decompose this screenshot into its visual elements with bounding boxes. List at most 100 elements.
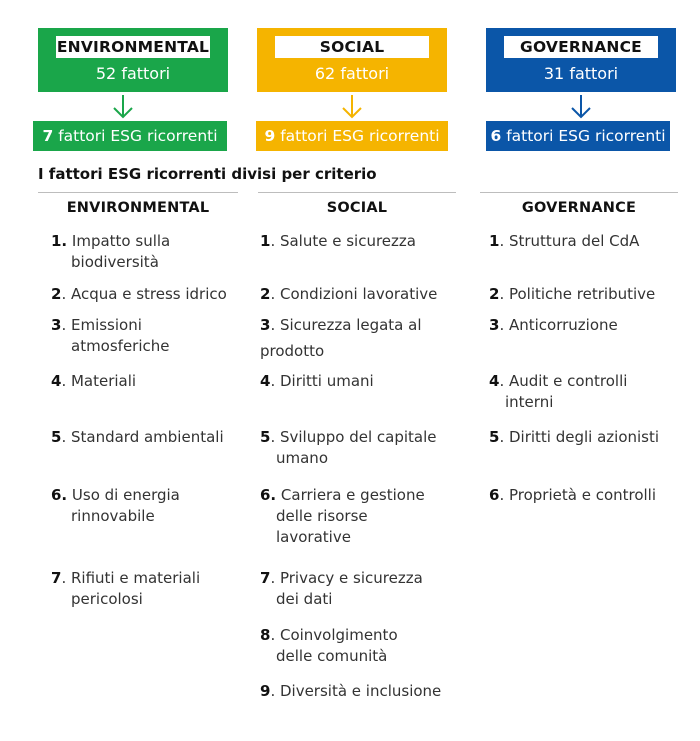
column-divider [480,192,678,193]
list-item: 6. Proprietà e controlli [489,485,674,506]
arrow-down-icon [112,94,134,120]
item-text: . Proprietà e controlli [499,486,657,504]
item-number: 6. [260,486,277,504]
list-item: 6. Carriera e gestione delle risorse lavor… [260,485,445,548]
item-number: 7 [51,569,62,587]
item-number: 1. [51,232,68,250]
environmental-box-title: ENVIRONMENTAL [56,36,210,58]
social-box: SOCIAL 62 fattori [257,28,447,92]
item-text: atmosferiche [71,337,170,355]
list-item: 5. Diritti degli azionisti [489,427,674,448]
item-number: 4 [260,372,271,390]
item-text: Uso di energia [71,486,180,504]
item-number: 9 [260,682,271,700]
list-item: 3. Emissioni atmosferiche [51,315,236,357]
list-item: 7. Privacy e sicurezza dei dati [260,568,445,610]
item-number: 3 [260,316,271,334]
item-text: . Standard ambientali [61,428,224,446]
item-number: 6. [51,486,68,504]
item-text: delle risorse [276,507,368,525]
governance-column-header: GOVERNANCE [521,200,637,216]
list-item: 1. Impatto sulla biodiversità [51,231,236,273]
item-text: dei dati [276,590,333,608]
item-text: lavorative [276,528,351,546]
item-text: interni [505,393,554,411]
recurring-label: fattori ESG ricorrenti [501,127,666,145]
environmental-factor-count: 52 fattori [95,64,171,83]
item-text: . Anticorruzione [499,316,618,334]
list-item: 7. Rifiuti e materiali pericolosi [51,568,236,610]
column-divider [258,192,456,193]
list-item: 6. Uso di energia rinnovabile [51,485,236,527]
social-box-title: SOCIAL [275,36,429,58]
item-text: . Privacy e sicurezza [270,569,423,587]
governance-factor-count: 31 fattori [543,64,619,83]
item-text: . Acqua e stress idrico [61,285,227,303]
item-number: 8 [260,626,271,644]
item-number: 7 [260,569,271,587]
item-text: Carriera e gestione [280,486,425,504]
item-number: 1 [489,232,500,250]
list-item: 3. Anticorruzione [489,315,674,336]
item-text: . Politiche retributive [499,285,656,303]
item-number: 5 [260,428,271,446]
governance-box: GOVERNANCE 31 fattori [486,28,676,92]
item-number: 4 [51,372,62,390]
environmental-column-header: ENVIRONMENTAL [66,200,210,216]
list-item: 4. Diritti umani [260,371,445,392]
governance-column: GOVERNANCE [480,192,678,216]
social-column-header: SOCIAL [326,200,388,216]
list-item: 9. Diversità e inclusione [260,681,445,702]
item-text: delle comunità [276,647,388,665]
item-text: . Emissioni [61,316,142,334]
environmental-recurring-badge: 7 fattori ESG ricorrenti [33,121,227,151]
section-subtitle: I fattori ESG ricorrenti divisi per crit… [38,165,377,183]
recurring-count: 9 [264,127,276,145]
item-text: . Sviluppo del capitale [270,428,437,446]
item-text: . Condizioni lavorative [270,285,438,303]
list-item: 1. Salute e sicurezza [260,231,445,252]
item-number: 4 [489,372,500,390]
governance-box-title: GOVERNANCE [504,36,658,58]
recurring-label: fattori ESG ricorrenti [53,127,218,145]
item-text: . Coinvolgimento [270,626,398,644]
list-item: 2. Condizioni lavorative [260,284,445,305]
list-item: 2. Acqua e stress idrico [51,284,236,305]
item-text: . Diritti umani [270,372,374,390]
item-text: . Audit e controlli [499,372,628,390]
item-text: . Salute e sicurezza [270,232,416,250]
list-item: 5. Sviluppo del capitale umano [260,427,445,469]
list-item: 2. Politiche retributive [489,284,674,305]
social-factor-count: 62 fattori [314,64,390,83]
governance-recurring-badge: 6 fattori ESG ricorrenti [486,121,670,151]
social-recurring-badge: 9 fattori ESG ricorrenti [256,121,448,151]
recurring-count: 6 [490,127,502,145]
item-text: . Materiali [61,372,137,390]
list-item: 1. Struttura del CdA [489,231,674,252]
environmental-box: ENVIRONMENTAL 52 fattori [38,28,228,92]
arrow-down-icon [341,94,363,120]
list-item: 8. Coinvolgimento delle comunità [260,625,445,667]
item-text: . Sicurezza legata al [270,316,422,334]
item-text: prodotto [260,342,325,360]
social-column: SOCIAL [258,192,456,216]
item-text: pericolosi [71,590,143,608]
item-number: 2 [260,285,271,303]
arrow-down-icon [570,94,592,120]
item-number: 2 [489,285,500,303]
list-item: 4. Audit e controlli interni [489,371,674,413]
item-number: 5 [489,428,500,446]
item-text: . Diritti degli azionisti [499,428,660,446]
item-number: 6 [489,486,500,504]
item-text: . Diversità e inclusione [270,682,442,700]
item-text: umano [276,449,328,467]
item-text: biodiversità [71,253,159,271]
item-text: . Rifiuti e materiali [61,569,201,587]
item-number: 2 [51,285,62,303]
item-number: 1 [260,232,271,250]
item-text: rinnovabile [71,507,155,525]
item-text: Impatto sulla [71,232,171,250]
recurring-label: fattori ESG ricorrenti [275,127,440,145]
list-item: 4. Materiali [51,371,236,392]
item-number: 3 [51,316,62,334]
